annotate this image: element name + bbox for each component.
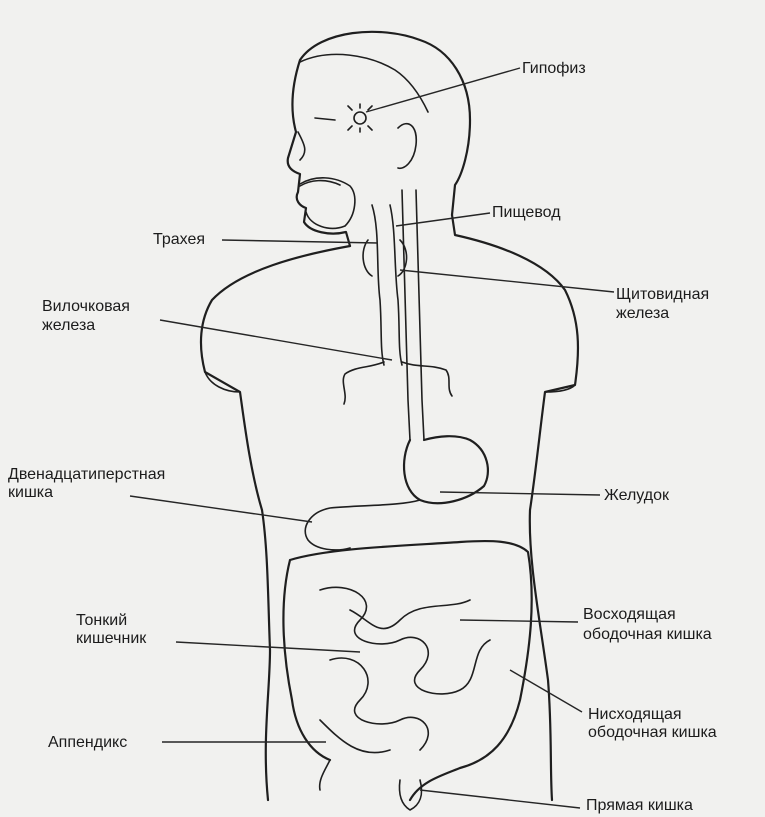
ear-outline	[398, 124, 416, 169]
leader-thymus	[160, 320, 392, 360]
appendix-shape	[320, 760, 330, 790]
leader-thyroid	[400, 270, 614, 292]
hair-outline	[300, 54, 428, 112]
arm-outline	[205, 372, 575, 392]
leader-pituitary	[366, 68, 520, 112]
label-duodenum-line1: Двенадцатиперстная	[8, 466, 165, 483]
label-ascending-colon-line2: ободочная кишка	[583, 626, 712, 643]
torso-outline	[201, 215, 578, 800]
label-thyroid-line1: Щитовидная	[616, 286, 709, 303]
leader-esophagus	[396, 213, 490, 226]
leader-stomach	[440, 492, 600, 495]
label-thyroid-line2: железа	[616, 305, 669, 322]
duodenum-shape	[305, 500, 420, 550]
head-outline	[288, 32, 470, 246]
leader-ascending-colon	[460, 620, 578, 622]
leader-duodenum	[130, 496, 312, 522]
label-appendix: Аппендикс	[48, 734, 127, 751]
label-descending-colon-line1: Нисходящая	[588, 706, 682, 723]
face-features	[298, 118, 340, 186]
bronchi-shape	[343, 362, 452, 404]
label-esophagus: Пищевод	[492, 204, 561, 221]
label-descending-colon-line2: ободочная кишка	[588, 724, 717, 741]
colon-shape	[283, 541, 531, 800]
label-duodenum-line2: кишка	[8, 484, 53, 501]
small-intestine-shape	[320, 587, 490, 752]
leader-trachea	[222, 240, 378, 243]
label-stomach: Желудок	[604, 487, 669, 504]
rectum-shape	[399, 780, 421, 810]
label-ascending-colon-line1: Восходящая	[583, 606, 676, 623]
label-pituitary: Гипофиз	[522, 60, 586, 77]
esophagus-shape	[402, 190, 424, 440]
label-small-intestine-line2: кишечник	[76, 630, 146, 647]
label-rectum: Прямая кишка	[586, 797, 693, 814]
label-small-intestine-line1: Тонкий	[76, 612, 127, 629]
trachea-shape	[372, 205, 402, 365]
label-trachea: Трахея	[153, 231, 205, 248]
leader-rectum	[420, 790, 580, 808]
beard-outline	[300, 178, 355, 228]
label-thymus-line1: Вилочковая	[42, 298, 130, 315]
leader-small-intestine	[176, 642, 360, 652]
pituitary-gland	[348, 104, 372, 132]
label-thymus-line2: железа	[42, 317, 95, 334]
